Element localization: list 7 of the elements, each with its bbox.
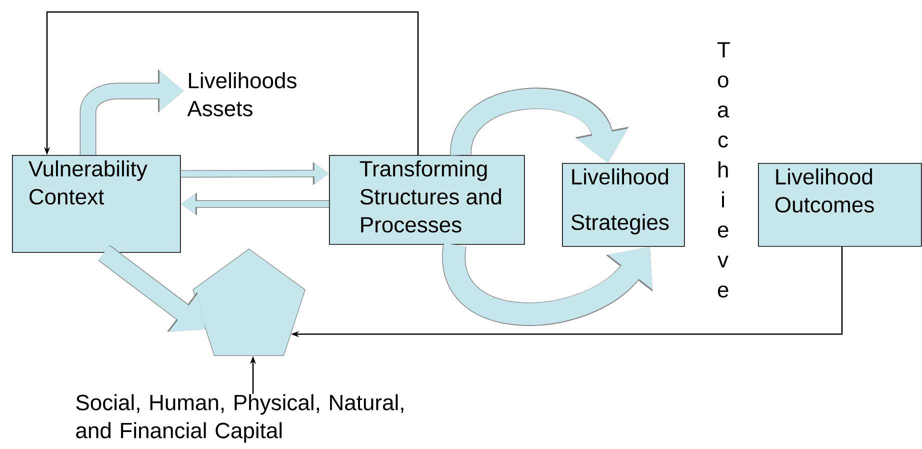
process-box: Vulnerability Context [12, 155, 181, 253]
vertical-text: To achieve [718, 42, 730, 298]
process-box: Transforming Structures and Processes [329, 155, 525, 245]
caption-text: Social, Human, Physical, Natural, and Financial Capital [76, 394, 404, 443]
process-box: Livelihood Outcomes [758, 163, 922, 247]
pentagon-shape [192, 248, 306, 356]
caption-text: Livelihoods Assets [187, 72, 296, 116]
